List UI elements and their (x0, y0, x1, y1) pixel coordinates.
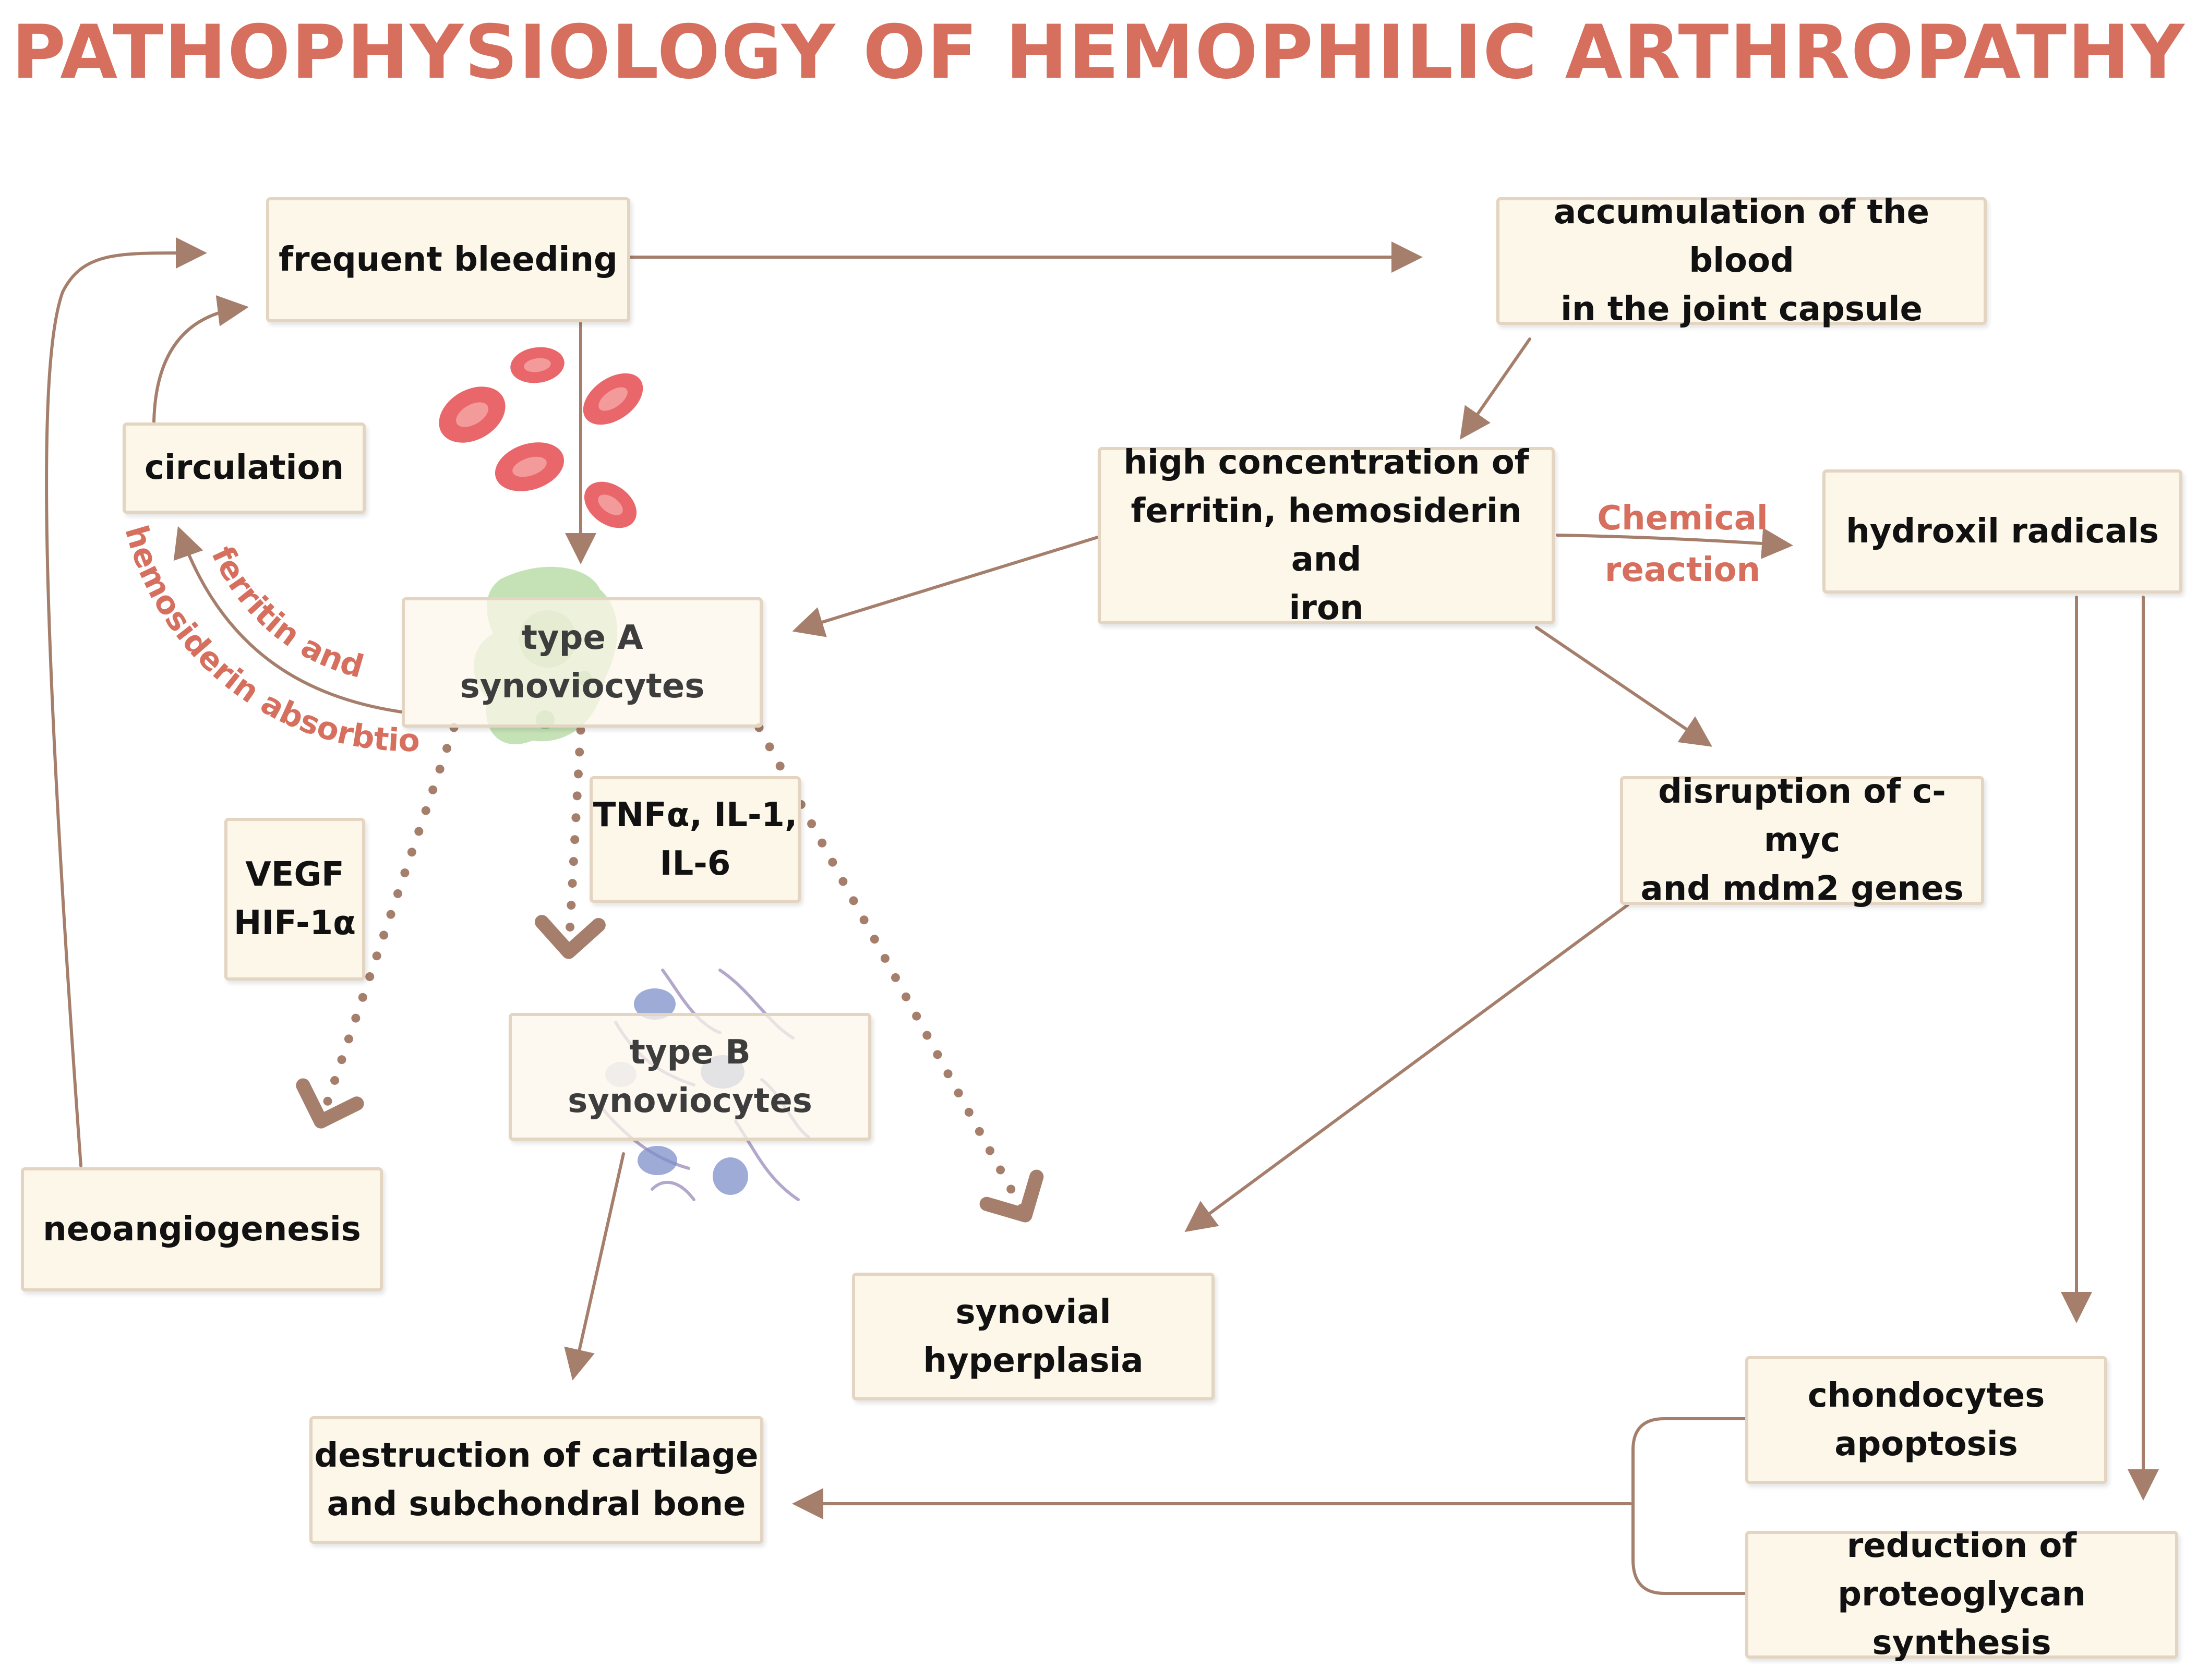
node-synovial-line1: synovial (955, 1292, 1111, 1332)
node-high-concentration-line2: ferritin, hemosiderin and (1131, 492, 1522, 579)
chemical-reaction-line2: reaction (1604, 551, 1761, 590)
arrow-concentration-to-disruption (1535, 626, 1712, 747)
red-blood-cell-icon (439, 347, 643, 528)
node-type-a-synoviocytes: type A synoviocytes (402, 597, 763, 728)
chemical-reaction-line1: Chemical (1597, 499, 1768, 538)
dotted-arrow-to-neoangiogenesis (296, 723, 459, 1129)
node-type-a-line1: type A (521, 619, 643, 658)
node-accumulation-line2: in the joint capsule (1560, 289, 1923, 329)
node-disruption-line1: disruption of c-myc (1658, 772, 1946, 860)
node-destruction: destruction of cartilage and subchondral … (309, 1416, 763, 1544)
node-vegf: VEGF HIF-1α (224, 818, 365, 981)
node-type-a-line2: synoviocytes (460, 667, 705, 706)
node-frequent-bleeding-label: frequent bleeding (279, 240, 618, 279)
arrow-type-b-to-destruction (564, 1152, 625, 1381)
absorption-label-line2: hemosiderin absorbtion (0, 0, 420, 759)
arrow-concentration-to-type-a (792, 536, 1099, 637)
node-type-b-line2: synoviocytes (568, 1081, 812, 1120)
dotted-arrow-to-type-b (535, 726, 606, 959)
node-neoangiogenesis-label: neoangiogenesis (43, 1210, 361, 1249)
node-synovial-hyperplasia: synovial hyperplasia (852, 1273, 1215, 1400)
node-cytokines-line2: IL-6 (659, 844, 731, 883)
node-high-concentration: high concentration of ferritin, hemosider… (1098, 443, 1555, 627)
chemical-reaction-label: Chemical reaction (1578, 493, 1787, 596)
dotted-arrow-to-hyperplasia (754, 723, 1044, 1223)
node-neoangiogenesis: neoangiogenesis (21, 1167, 383, 1291)
arrow-disruption-to-hyperplasia (1184, 903, 1629, 1232)
arrow-neoangiogenesis-to-bleeding (45, 237, 207, 1167)
node-disruption: disruption of c-myc and mdm2 genes (1620, 772, 1984, 908)
node-high-concentration-line3: iron (1289, 588, 1364, 627)
node-hydroxil-radicals-label: hydroxil radicals (1846, 512, 2159, 551)
arrow-circulation-to-bleeding (152, 295, 249, 423)
node-circulation: circulation (123, 422, 366, 514)
node-high-concentration-line1: high concentration of (1123, 443, 1529, 482)
node-synovial-line2: hyperplasia (923, 1341, 1144, 1380)
node-accumulation-line1: accumulation of the blood (1554, 193, 1929, 281)
svg-text:hemosiderin absorbtion: hemosiderin absorbtion (0, 0, 420, 759)
node-reduction-line2: proteoglycan synthesis (1838, 1575, 2086, 1662)
node-proteoglycan-reduction: reduction of proteoglycan synthesis (1745, 1527, 2178, 1662)
bracket-chondrocytes-reduction (1631, 1417, 1747, 1595)
node-accumulation: accumulation of the blood in the joint ca… (1496, 193, 1987, 329)
arrow-absorption-to-circulation (173, 526, 403, 714)
node-circulation-label: circulation (144, 449, 344, 488)
node-chondrocytes-line2: apoptosis (1834, 1424, 2018, 1464)
node-disruption-line2: and mdm2 genes (1640, 869, 1964, 908)
node-destruction-line1: destruction of cartilage (314, 1436, 759, 1475)
node-type-b-line1: type B (629, 1033, 751, 1072)
node-destruction-line2: and subchondral bone (327, 1484, 746, 1524)
node-chondrocytes-apoptosis: chondocytes apoptosis (1745, 1356, 2107, 1484)
node-vegf-line1: VEGF (245, 855, 344, 895)
node-chondrocytes-line1: chondocytes (1807, 1376, 2045, 1415)
absorption-label: hemosiderin absorbtion ferritin and (0, 0, 420, 759)
node-frequent-bleeding: frequent bleeding (266, 197, 630, 322)
node-cytokines: TNFα, IL-1, IL-6 (590, 776, 801, 903)
arrow-concentration-to-hydroxil (1556, 527, 1793, 559)
diagram-title: PATHOPHYSIOLOGY OF HEMOPHILIC ARTHROPATH… (11, 9, 2186, 95)
node-hydroxil-radicals: hydroxil radicals (1822, 469, 2182, 594)
node-reduction-line1: reduction of (1846, 1527, 2077, 1566)
node-vegf-line2: HIF-1α (233, 904, 356, 942)
arrow-accumulation-to-concentration (1460, 337, 1531, 440)
node-cytokines-line1: TNFα, IL-1, (593, 795, 798, 835)
node-type-b-synoviocytes: type B synoviocytes (509, 1013, 871, 1141)
